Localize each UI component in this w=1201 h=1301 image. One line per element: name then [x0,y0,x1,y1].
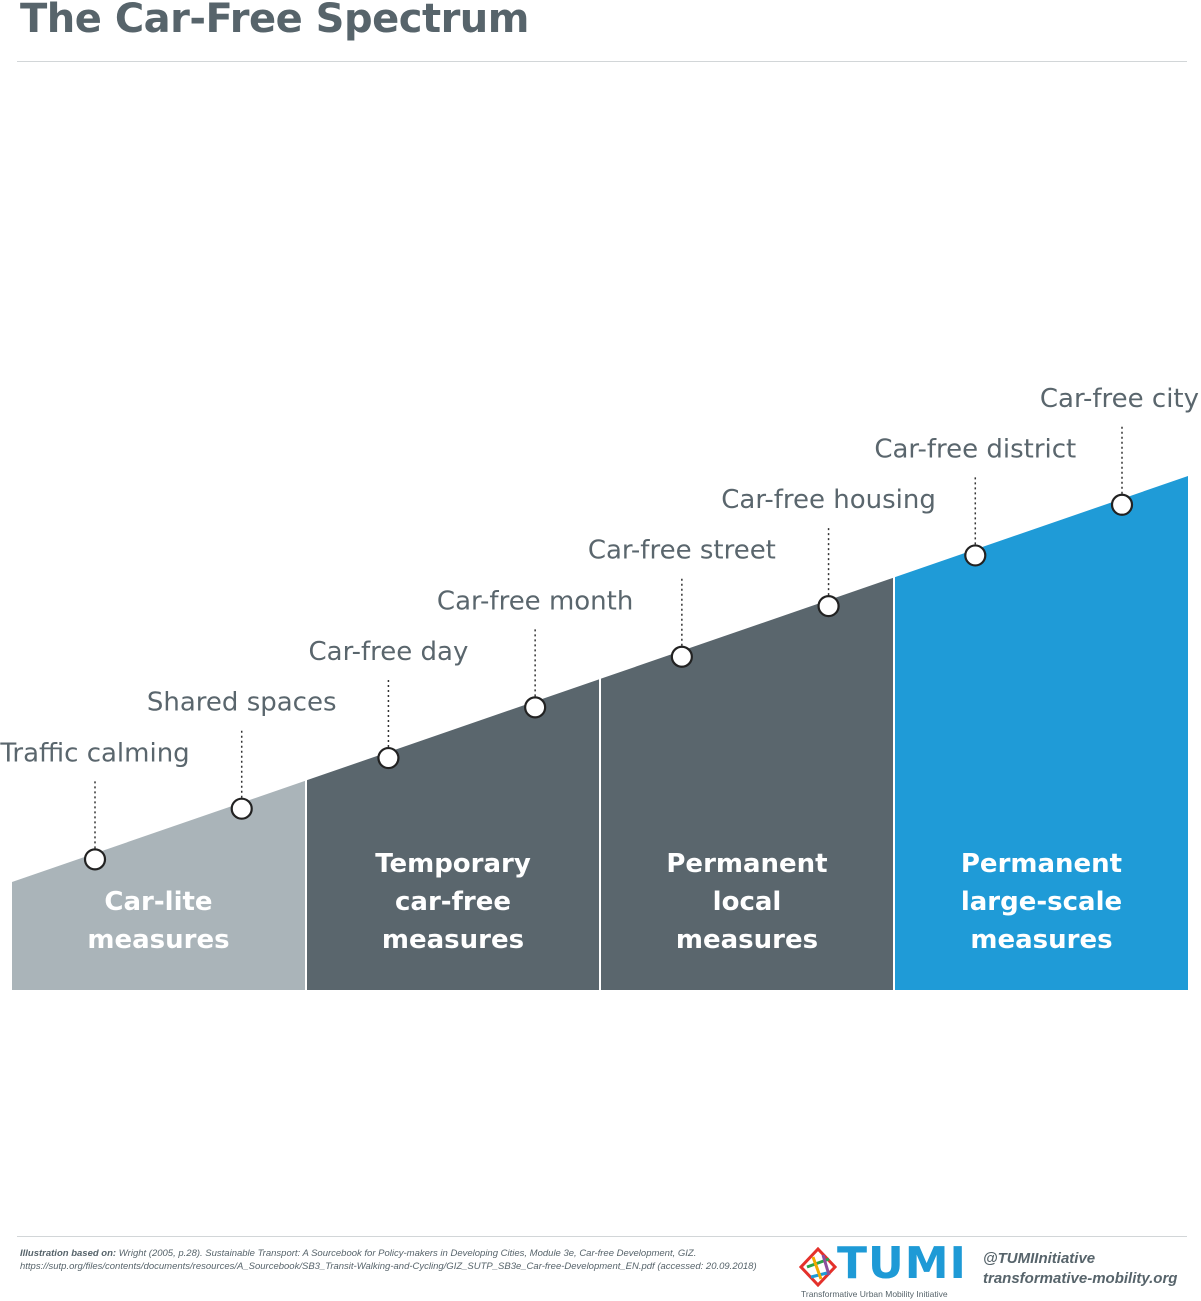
page-title: The Car-Free Spectrum [20,0,529,42]
marker-car-free-month [524,696,547,719]
tumi-subtitle: Transformative Urban Mobility Initiative [801,1289,948,1299]
zone-label-line: Permanent [666,849,827,879]
contact-info: @TUMIInitiative transformative-mobility.… [983,1249,1177,1289]
milestone-label-car-free-day: Car-free day [308,637,468,667]
milestone-label-car-free-housing: Car-free housing [721,485,936,515]
zone-label-line: measures [382,925,524,955]
source-citation: Illustration based on: Wright (2005, p.2… [20,1247,780,1273]
marker-car-free-housing [817,594,840,618]
marker-car-free-day [377,746,400,770]
footer-divider [17,1236,1187,1237]
social-handle: @TUMIInitiative [983,1250,1096,1267]
milestone-label-car-free-month: Car-free month [437,586,633,616]
header-divider [17,61,1187,62]
tumi-logo-mark-icon [799,1247,837,1287]
milestone-label-car-free-district: Car-free district [874,434,1076,464]
website-link: transformative-mobility.org [983,1270,1178,1287]
zone-label-line: Permanent [961,849,1122,879]
tumi-logo: TUMI Transformative Urban Mobility Initi… [797,1238,967,1300]
zone-label-line: Temporary [375,849,531,879]
marker-car-free-street [670,645,693,668]
zone-label-line: measures [87,925,229,955]
source-text: Wright (2005, p.28). Sustainable Transpo… [20,1248,757,1272]
zone-car-lite-measures [12,780,305,990]
marker-car-free-district [964,544,987,567]
marker-car-free-city [1110,493,1134,516]
source-label: Illustration based on: [20,1248,117,1259]
milestone-label-traffic-calming: Traffic calming [0,738,190,768]
zone-label-line: local [713,887,782,917]
milestone-label-shared-spaces: Shared spaces [147,688,337,718]
tumi-wordmark: TUMI [837,1238,967,1289]
milestone-label-car-free-street: Car-free street [588,536,776,566]
zone-label-line: large-scale [961,887,1122,917]
marker-shared-spaces [230,797,253,820]
zone-permanent-local-measures [601,577,893,990]
zone-label-line: measures [970,925,1112,955]
milestone-label-car-free-city: Car-free city [1040,384,1199,414]
zone-permanent-large-scale-measures [895,476,1188,990]
marker-traffic-calming [83,848,107,871]
zone-label-line: car-free [395,887,511,917]
zone-label-line: Car-lite [104,887,212,917]
zone-label-line: measures [676,925,818,955]
